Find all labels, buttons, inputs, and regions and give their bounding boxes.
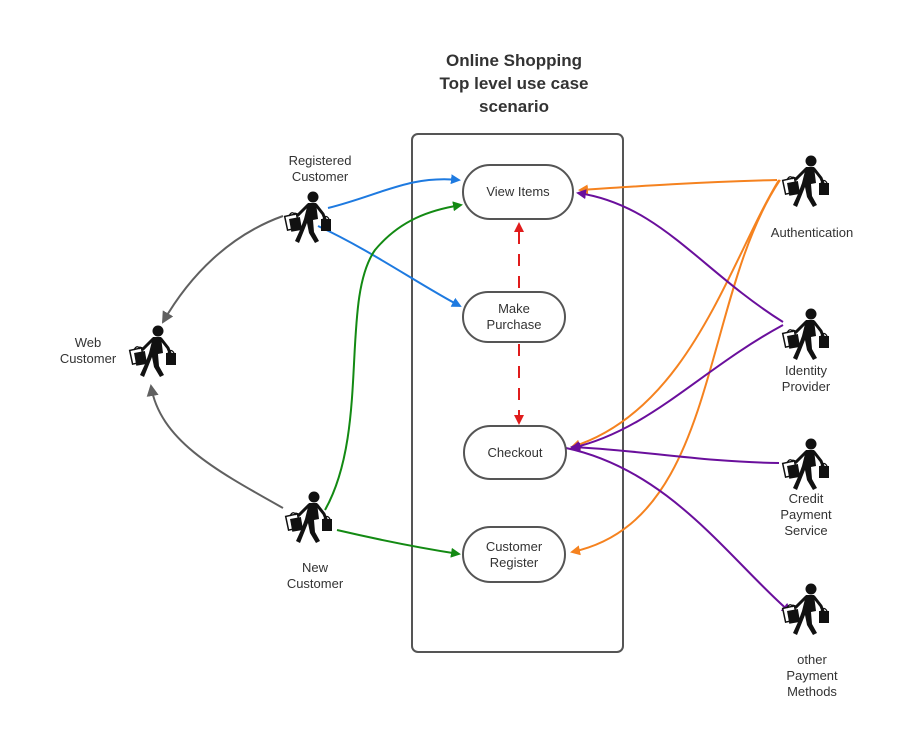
registered-customer-line-2: Customer: [291, 169, 349, 184]
new-customer-line-2: Customer: [286, 576, 344, 591]
actor-other-payment-methods: other Payment Methods: [764, 652, 860, 700]
edge-registered-to-make-purchase: [317, 225, 462, 307]
checkout-label: Checkout: [487, 444, 543, 460]
edge-auth-to-customer-register: [570, 179, 781, 556]
actor-new-customer: New Customer: [262, 560, 368, 592]
title-line-2: Top level use case: [439, 74, 589, 93]
actor-credit-payment-service: Credit Payment Service: [764, 491, 848, 539]
identity-provider-line-2: Provider: [781, 379, 831, 394]
edge-identity-to-checkout: [570, 324, 784, 452]
make-purchase-line-2: Purchase: [486, 317, 542, 332]
shopper-icon: [280, 188, 336, 244]
web-customer-line-2: Customer: [59, 351, 117, 366]
edge-credit-to-checkout: [570, 442, 780, 464]
view-items-label: View Items: [486, 184, 550, 199]
shopper-icon: [778, 305, 834, 361]
edge-checkout-to-other-payment: [565, 447, 792, 614]
other-payment-line-3: Methods: [787, 684, 837, 699]
other-payment-line-2: Payment: [786, 668, 838, 683]
actor-registered-customer: Registered Customer: [262, 153, 378, 185]
make-purchase-line-1: Make: [498, 301, 530, 316]
edge-identity-to-view-items: [576, 189, 784, 323]
shopper-icon: [281, 488, 337, 544]
actor-identity-provider: Identity Provider: [760, 363, 852, 395]
actor-authentication: Authentication: [752, 225, 872, 241]
customer-register-label: Customer Register: [486, 539, 542, 571]
use-case-view-items[interactable]: View Items: [462, 164, 574, 220]
actor-web-customer: Web Customer: [48, 335, 128, 367]
authentication-label: Authentication: [770, 225, 854, 240]
web-customer-line-1: Web: [74, 335, 102, 350]
title-line-1: Online Shopping: [446, 51, 582, 70]
title-line-3: scenario: [479, 97, 549, 116]
edge-new-to-customer-register: [336, 529, 461, 558]
new-customer-line-1: New: [301, 560, 328, 575]
shopper-icon: [125, 322, 181, 378]
use-case-checkout[interactable]: Checkout: [463, 425, 567, 480]
edge-new-to-web: [146, 384, 284, 509]
shopper-icon: [778, 580, 834, 636]
use-case-customer-register[interactable]: Customer Register: [462, 526, 566, 583]
edge-auth-to-checkout: [570, 179, 780, 450]
shopper-icon: [778, 152, 834, 208]
make-purchase-label: Make Purchase: [487, 301, 542, 333]
diagram-title: Online Shopping Top level use case scena…: [404, 49, 624, 118]
system-boundary: [411, 133, 624, 653]
registered-customer-line-1: Registered: [288, 153, 352, 168]
edge-registered-to-web: [162, 215, 284, 324]
credit-payment-line-2: Payment: [780, 507, 832, 522]
edge-registered-to-view-items: [327, 174, 461, 209]
credit-payment-line-3: Service: [784, 523, 828, 538]
customer-register-line-1: Customer: [485, 538, 543, 554]
credit-payment-line-1: Credit: [788, 491, 824, 506]
edge-auth-to-view-items: [578, 179, 778, 195]
identity-provider-line-1: Identity: [785, 363, 827, 378]
other-payment-line-1: other: [797, 652, 827, 667]
customer-register-line-2: Register: [489, 554, 539, 570]
use-case-make-purchase[interactable]: Make Purchase: [462, 291, 566, 343]
shopper-icon: [778, 435, 834, 491]
edge-new-to-view-items: [324, 201, 463, 511]
